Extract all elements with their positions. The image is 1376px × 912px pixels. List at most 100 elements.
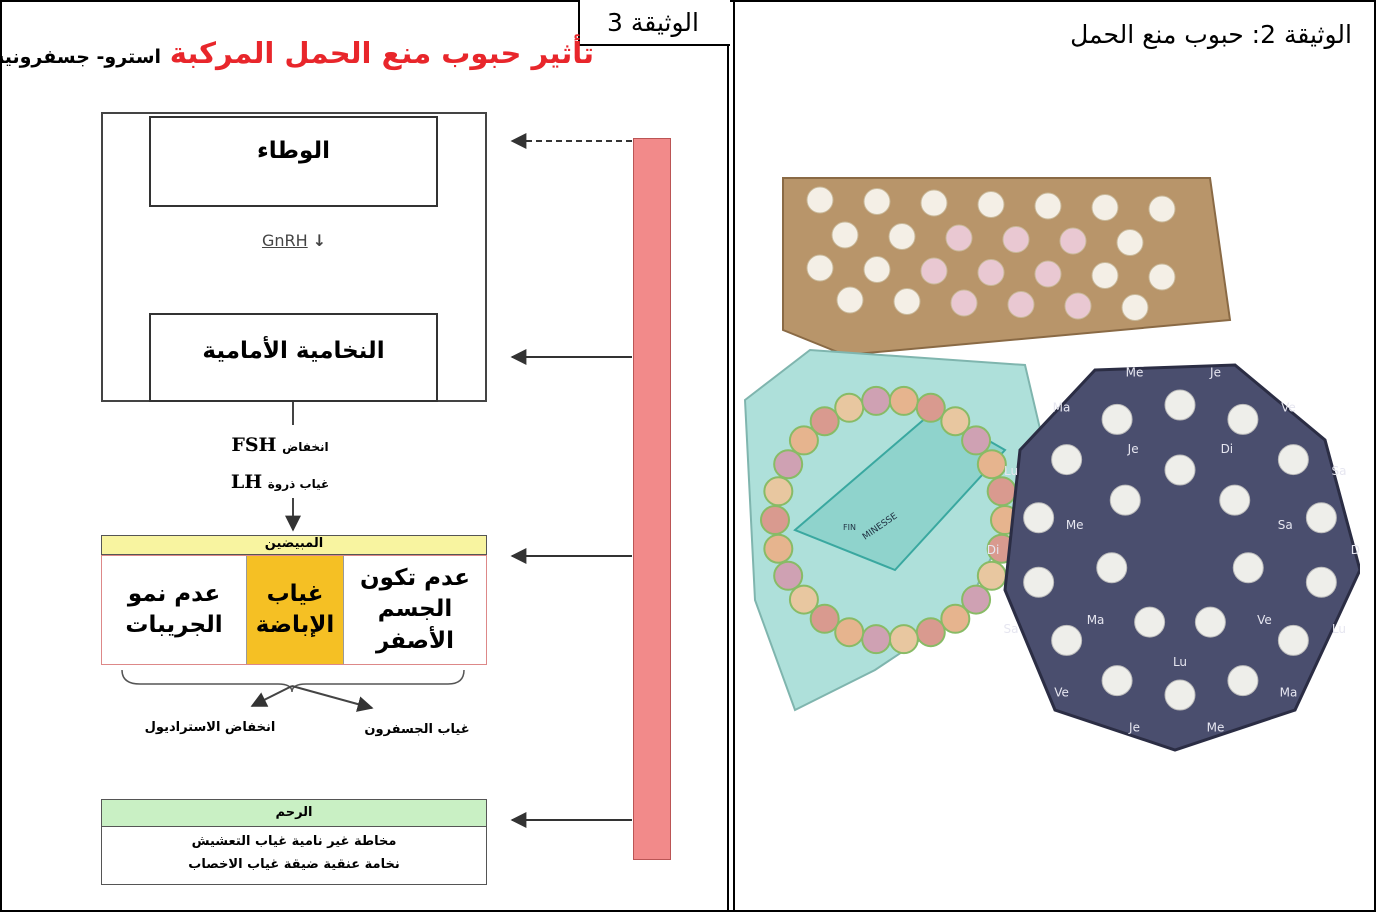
estradiol-label: انخفاض الاستراديول (144, 720, 276, 735)
pill (1277, 444, 1309, 476)
pill (1305, 566, 1337, 598)
fsh-word: انخفاض (282, 440, 329, 454)
pill (763, 476, 794, 507)
pill (773, 560, 804, 591)
cell-line: عدم نمو (127, 580, 221, 607)
lh-line: غياب ذروة LH (200, 471, 360, 493)
day-label: Sa (1004, 622, 1019, 636)
day-label: Ve (1054, 685, 1069, 699)
pill (945, 224, 973, 252)
ovary-cell-follicles: عدم نمو الجريبات (102, 556, 246, 664)
pill (760, 505, 790, 535)
doc3-title-black: استرو- جسفرونية (0, 46, 162, 68)
pill (1059, 227, 1087, 255)
cell-line: الجريبات (125, 612, 223, 638)
cell-line: الجسم الأصفر (375, 596, 455, 654)
pill (1064, 292, 1092, 320)
day-label: Ma (1280, 685, 1298, 699)
hypothalamus-label: الوطاء (257, 138, 330, 164)
column-divider (727, 0, 735, 912)
arrow-to-progesterone (291, 685, 374, 712)
down-arrow-icon: ↓ (312, 231, 327, 250)
day-label: Me (1207, 720, 1225, 734)
pill (1101, 665, 1133, 697)
doc3-label: الوثيقة 3 (607, 8, 699, 37)
pill (1051, 444, 1083, 476)
day-label: Ve (1281, 401, 1296, 415)
pill (976, 560, 1007, 591)
tan-blister-pack (782, 177, 1232, 357)
pill (1121, 294, 1149, 321)
pill (977, 259, 1005, 286)
pill (1096, 552, 1128, 584)
pill (1023, 566, 1055, 598)
day-label: Je (1209, 366, 1221, 380)
day-label: Je (1128, 720, 1140, 734)
pill (1194, 606, 1226, 638)
pill (915, 617, 946, 648)
inner-day-label: Je (1127, 442, 1139, 456)
pill (788, 584, 819, 615)
pill (863, 256, 891, 283)
pill (1091, 262, 1119, 289)
pill (920, 189, 948, 217)
day-label: Lu (1004, 464, 1018, 478)
hypothalamus-box (149, 116, 438, 207)
pill (863, 188, 891, 215)
pill (1305, 502, 1337, 534)
uterus-body (101, 827, 487, 885)
pill (1091, 194, 1119, 221)
pill (834, 392, 865, 423)
arrow-to-estradiol (250, 685, 293, 707)
day-label: Lu (1332, 622, 1346, 636)
progesterone-label: غياب الجسفرون (364, 722, 470, 737)
pill (950, 289, 978, 317)
inner-day-label: Ma (1087, 613, 1105, 627)
ovary-cell-ovulation: غياب الإباضة (246, 556, 344, 664)
uterus-line-2: نخامة عنقية ضيقة غياب الاخصاب (188, 857, 400, 872)
pill (1164, 389, 1196, 421)
inner-day-label: Sa (1278, 518, 1293, 532)
pill (976, 449, 1007, 480)
fsh-line: انخفاض FSH (200, 434, 360, 456)
pill (920, 257, 948, 285)
pill (1007, 291, 1035, 318)
gnrh-text: GnRH (262, 231, 308, 250)
card-pills (760, 385, 1020, 655)
disc-pills (1023, 389, 1337, 711)
uterus-line-1: مخاطة غير نامية غياب التعشيش (191, 834, 397, 849)
anterior-pituitary-label: النخامية الأمامية (202, 338, 385, 364)
pill (961, 425, 992, 456)
pill (1034, 192, 1062, 220)
card-fin: FIN (843, 523, 856, 532)
doc3-title-red: تأثير حبوب منع الحمل المركبة (169, 36, 594, 70)
pill (1164, 454, 1196, 486)
disc-day-labels: JeVeSaDiLuMaMeJeVeSaDiLuMaMeDiSaVeLuMaMe… (987, 366, 1360, 735)
pill (888, 385, 919, 416)
pill (806, 186, 834, 214)
cell-line: غياب (266, 580, 324, 607)
pill (940, 603, 971, 634)
cell-line: عدم تكون (360, 565, 470, 592)
pill (888, 624, 919, 655)
pill (1277, 624, 1309, 656)
pill (1116, 229, 1144, 256)
day-label: Sa (1331, 464, 1346, 478)
lh-word: غياب ذروة (267, 477, 330, 491)
pill (986, 476, 1017, 507)
pill (961, 584, 992, 615)
doc3-title: تأثير حبوب منع الحمل المركبة استرو- جسفر… (0, 36, 594, 70)
pill (809, 603, 840, 634)
pill (1002, 226, 1030, 253)
day-label: Me (1126, 366, 1144, 380)
pill (888, 223, 916, 250)
inner-day-label: Me (1066, 518, 1084, 532)
inner-day-label: Lu (1173, 655, 1187, 669)
pill (940, 406, 971, 437)
pill (861, 385, 892, 416)
ovary-brace (121, 669, 465, 693)
ovary-header: المبيضين (101, 535, 487, 555)
cell-line: الإباضة (255, 612, 335, 638)
pill (915, 392, 946, 423)
pill (1109, 484, 1141, 516)
